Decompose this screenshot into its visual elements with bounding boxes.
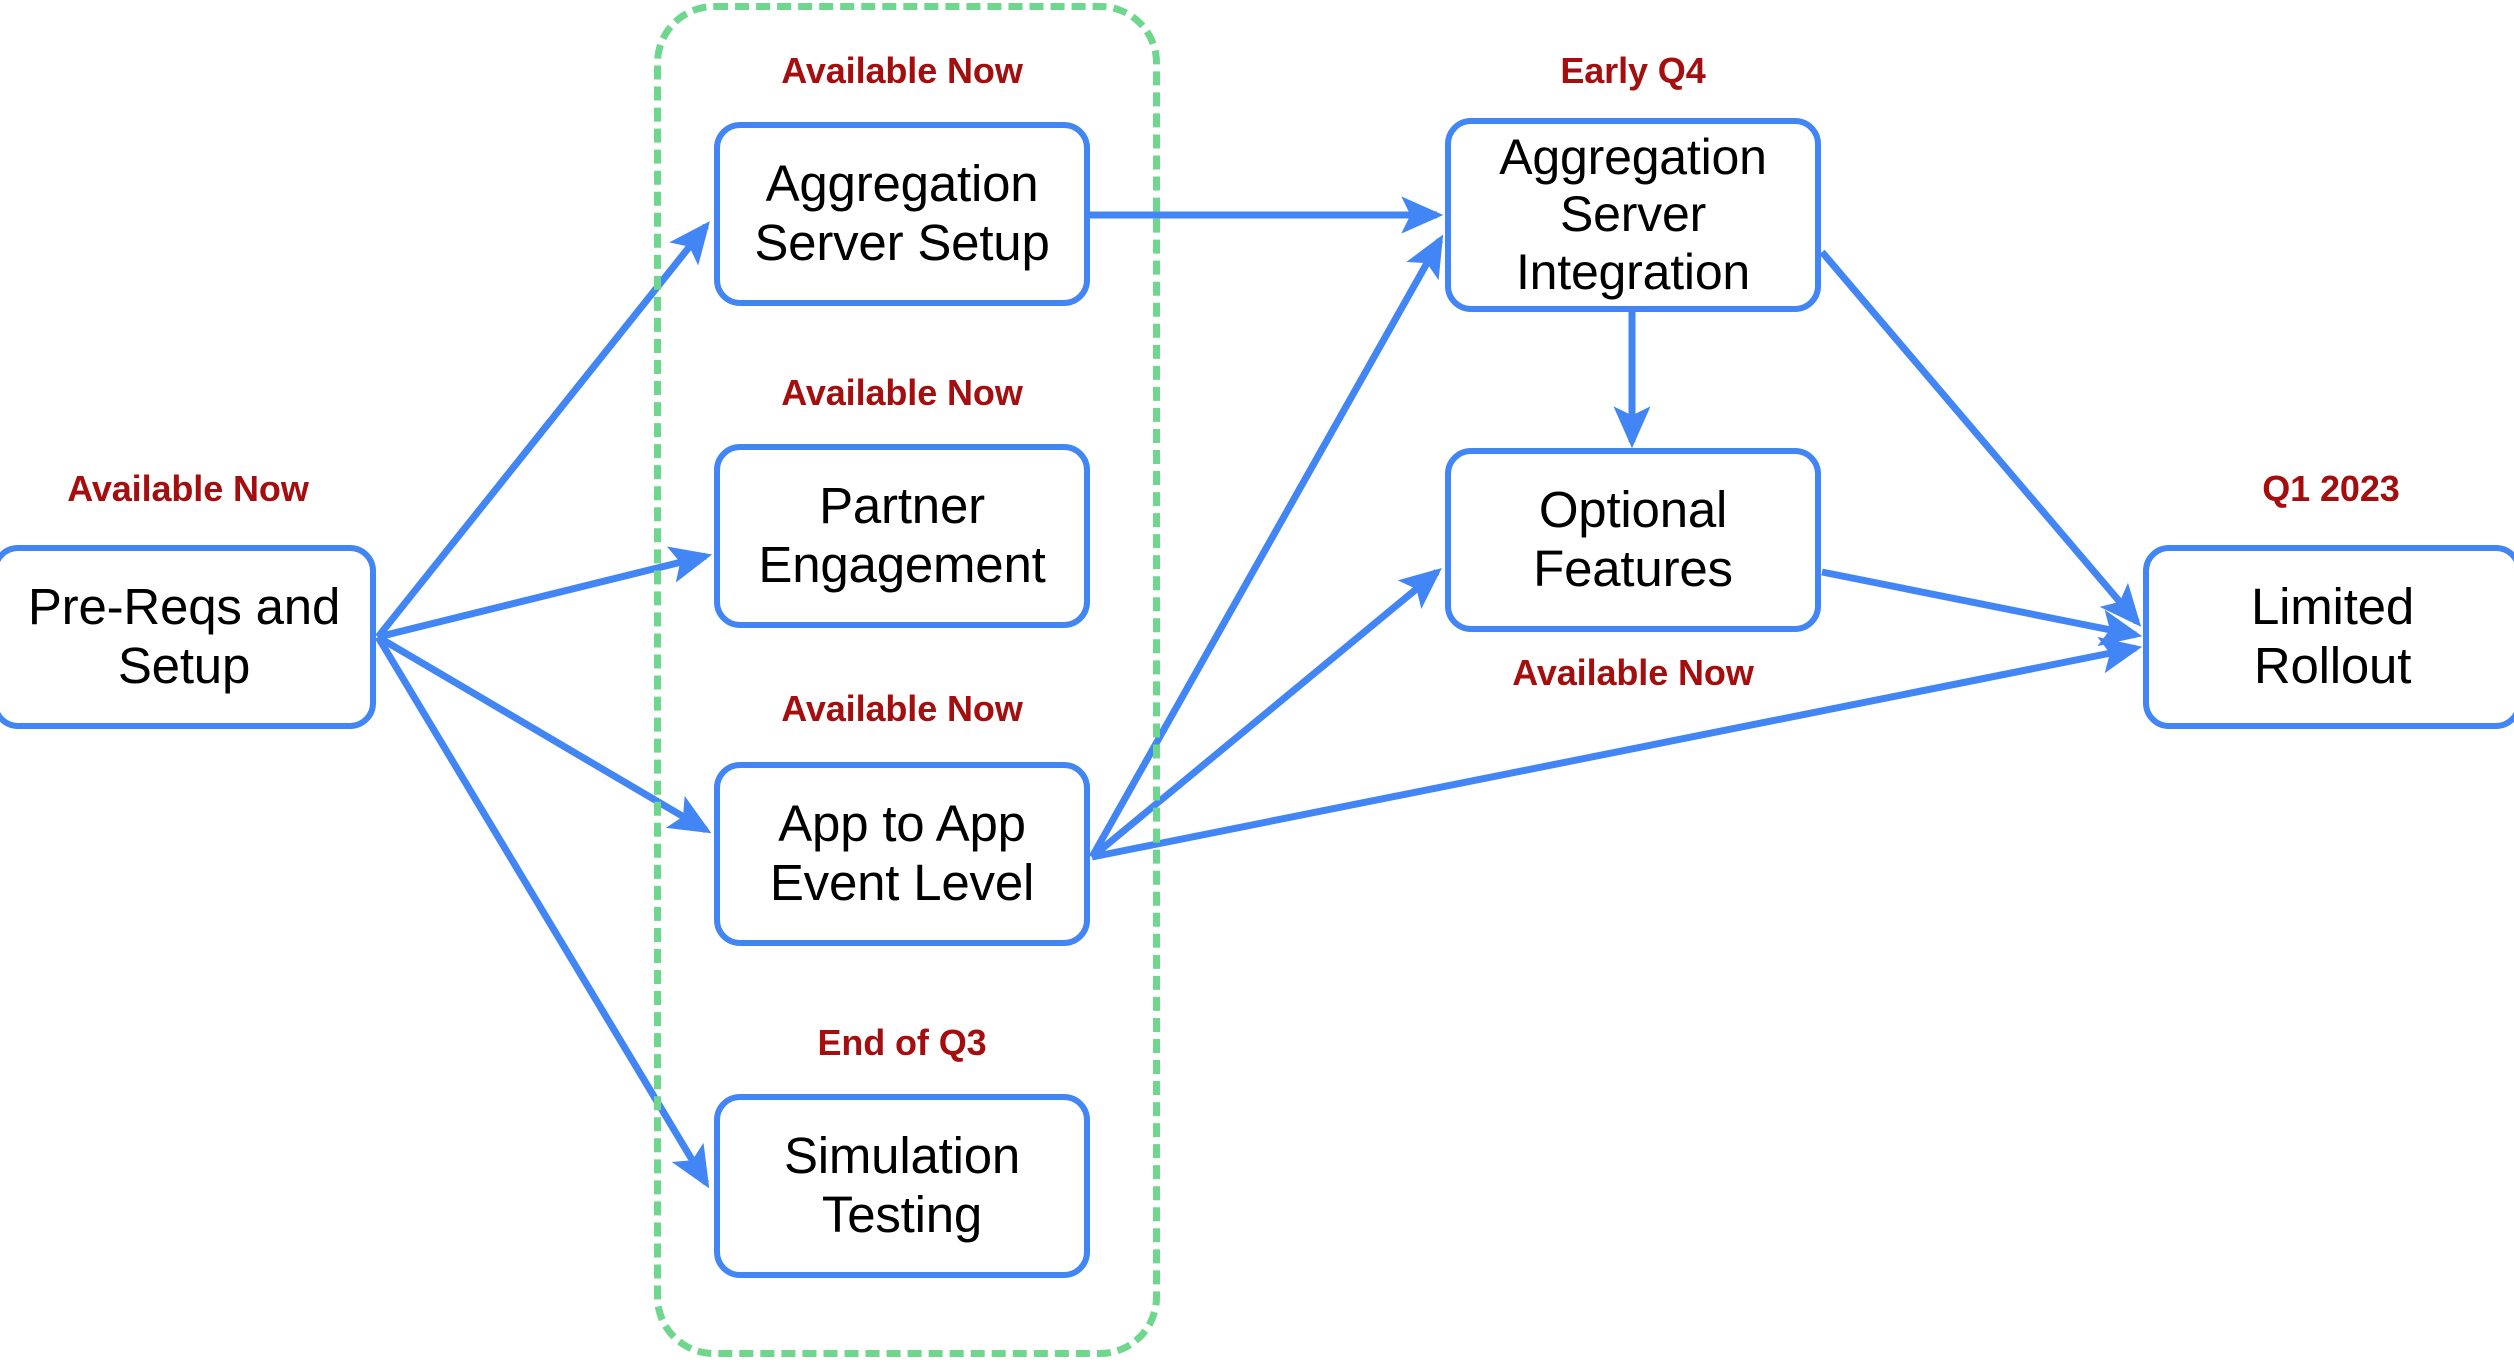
node-line-3: Integration <box>1515 243 1751 300</box>
node-line-1: Limited <box>2250 578 2414 636</box>
node-line-2: Event Level <box>769 854 1035 911</box>
node-line-1: App to App <box>778 795 1026 853</box>
node-line-2: Rollout <box>2253 637 2412 694</box>
tag-limited-rollout: Q1 2023 <box>2262 468 2400 509</box>
node-line-1: Aggregation <box>1499 128 1767 185</box>
node-line-1: Pre-Reqs and <box>27 578 341 636</box>
tag-pre-reqs-and-setup: Available Now <box>67 468 309 509</box>
node-optional-features[interactable]: Optional Features <box>1445 448 1821 632</box>
node-line-2: Engagement <box>758 536 1046 593</box>
node-line-2: Features <box>1533 540 1733 597</box>
tag-aggregation-server-integration: Early Q4 <box>1560 50 1706 91</box>
node-simulation-testing[interactable]: Simulation Testing <box>714 1094 1090 1278</box>
node-line-2: Setup <box>117 637 251 694</box>
tag-simulation-testing: End of Q3 <box>817 1022 987 1063</box>
node-line-2: Testing <box>821 1186 983 1243</box>
node-aggregation-server-integration[interactable]: Aggregation Server Integration <box>1445 118 1821 312</box>
node-line-1: Aggregation <box>765 155 1039 213</box>
node-limited-rollout[interactable]: Limited Rollout <box>2143 545 2514 729</box>
node-line-2: Server Setup <box>754 214 1050 271</box>
tag-aggregation-server-setup: Available Now <box>781 50 1023 91</box>
edge-optional-features-to-limited-rollout <box>1821 568 2143 647</box>
tag-partner-engagement: Available Now <box>781 372 1023 413</box>
node-aggregation-server-setup[interactable]: Aggregation Server Setup <box>714 122 1090 306</box>
node-pre-reqs-and-setup[interactable]: Pre-Reqs and Setup <box>0 545 376 729</box>
dashed-group-container <box>654 3 1160 1357</box>
tag-app-to-app-event-level: Available Now <box>781 688 1023 729</box>
node-line-1: Partner <box>819 477 985 535</box>
tag-optional-features: Available Now <box>1512 652 1754 693</box>
node-line-1: Optional <box>1538 481 1728 539</box>
node-partner-engagement[interactable]: Partner Engagement <box>714 444 1090 628</box>
edge-aggintegration-to-limited-rollout <box>1819 249 2142 627</box>
node-line-1: Simulation <box>783 1127 1021 1185</box>
node-line-2: Server <box>1559 186 1707 243</box>
node-app-to-app-event-level[interactable]: App to App Event Level <box>714 762 1090 946</box>
